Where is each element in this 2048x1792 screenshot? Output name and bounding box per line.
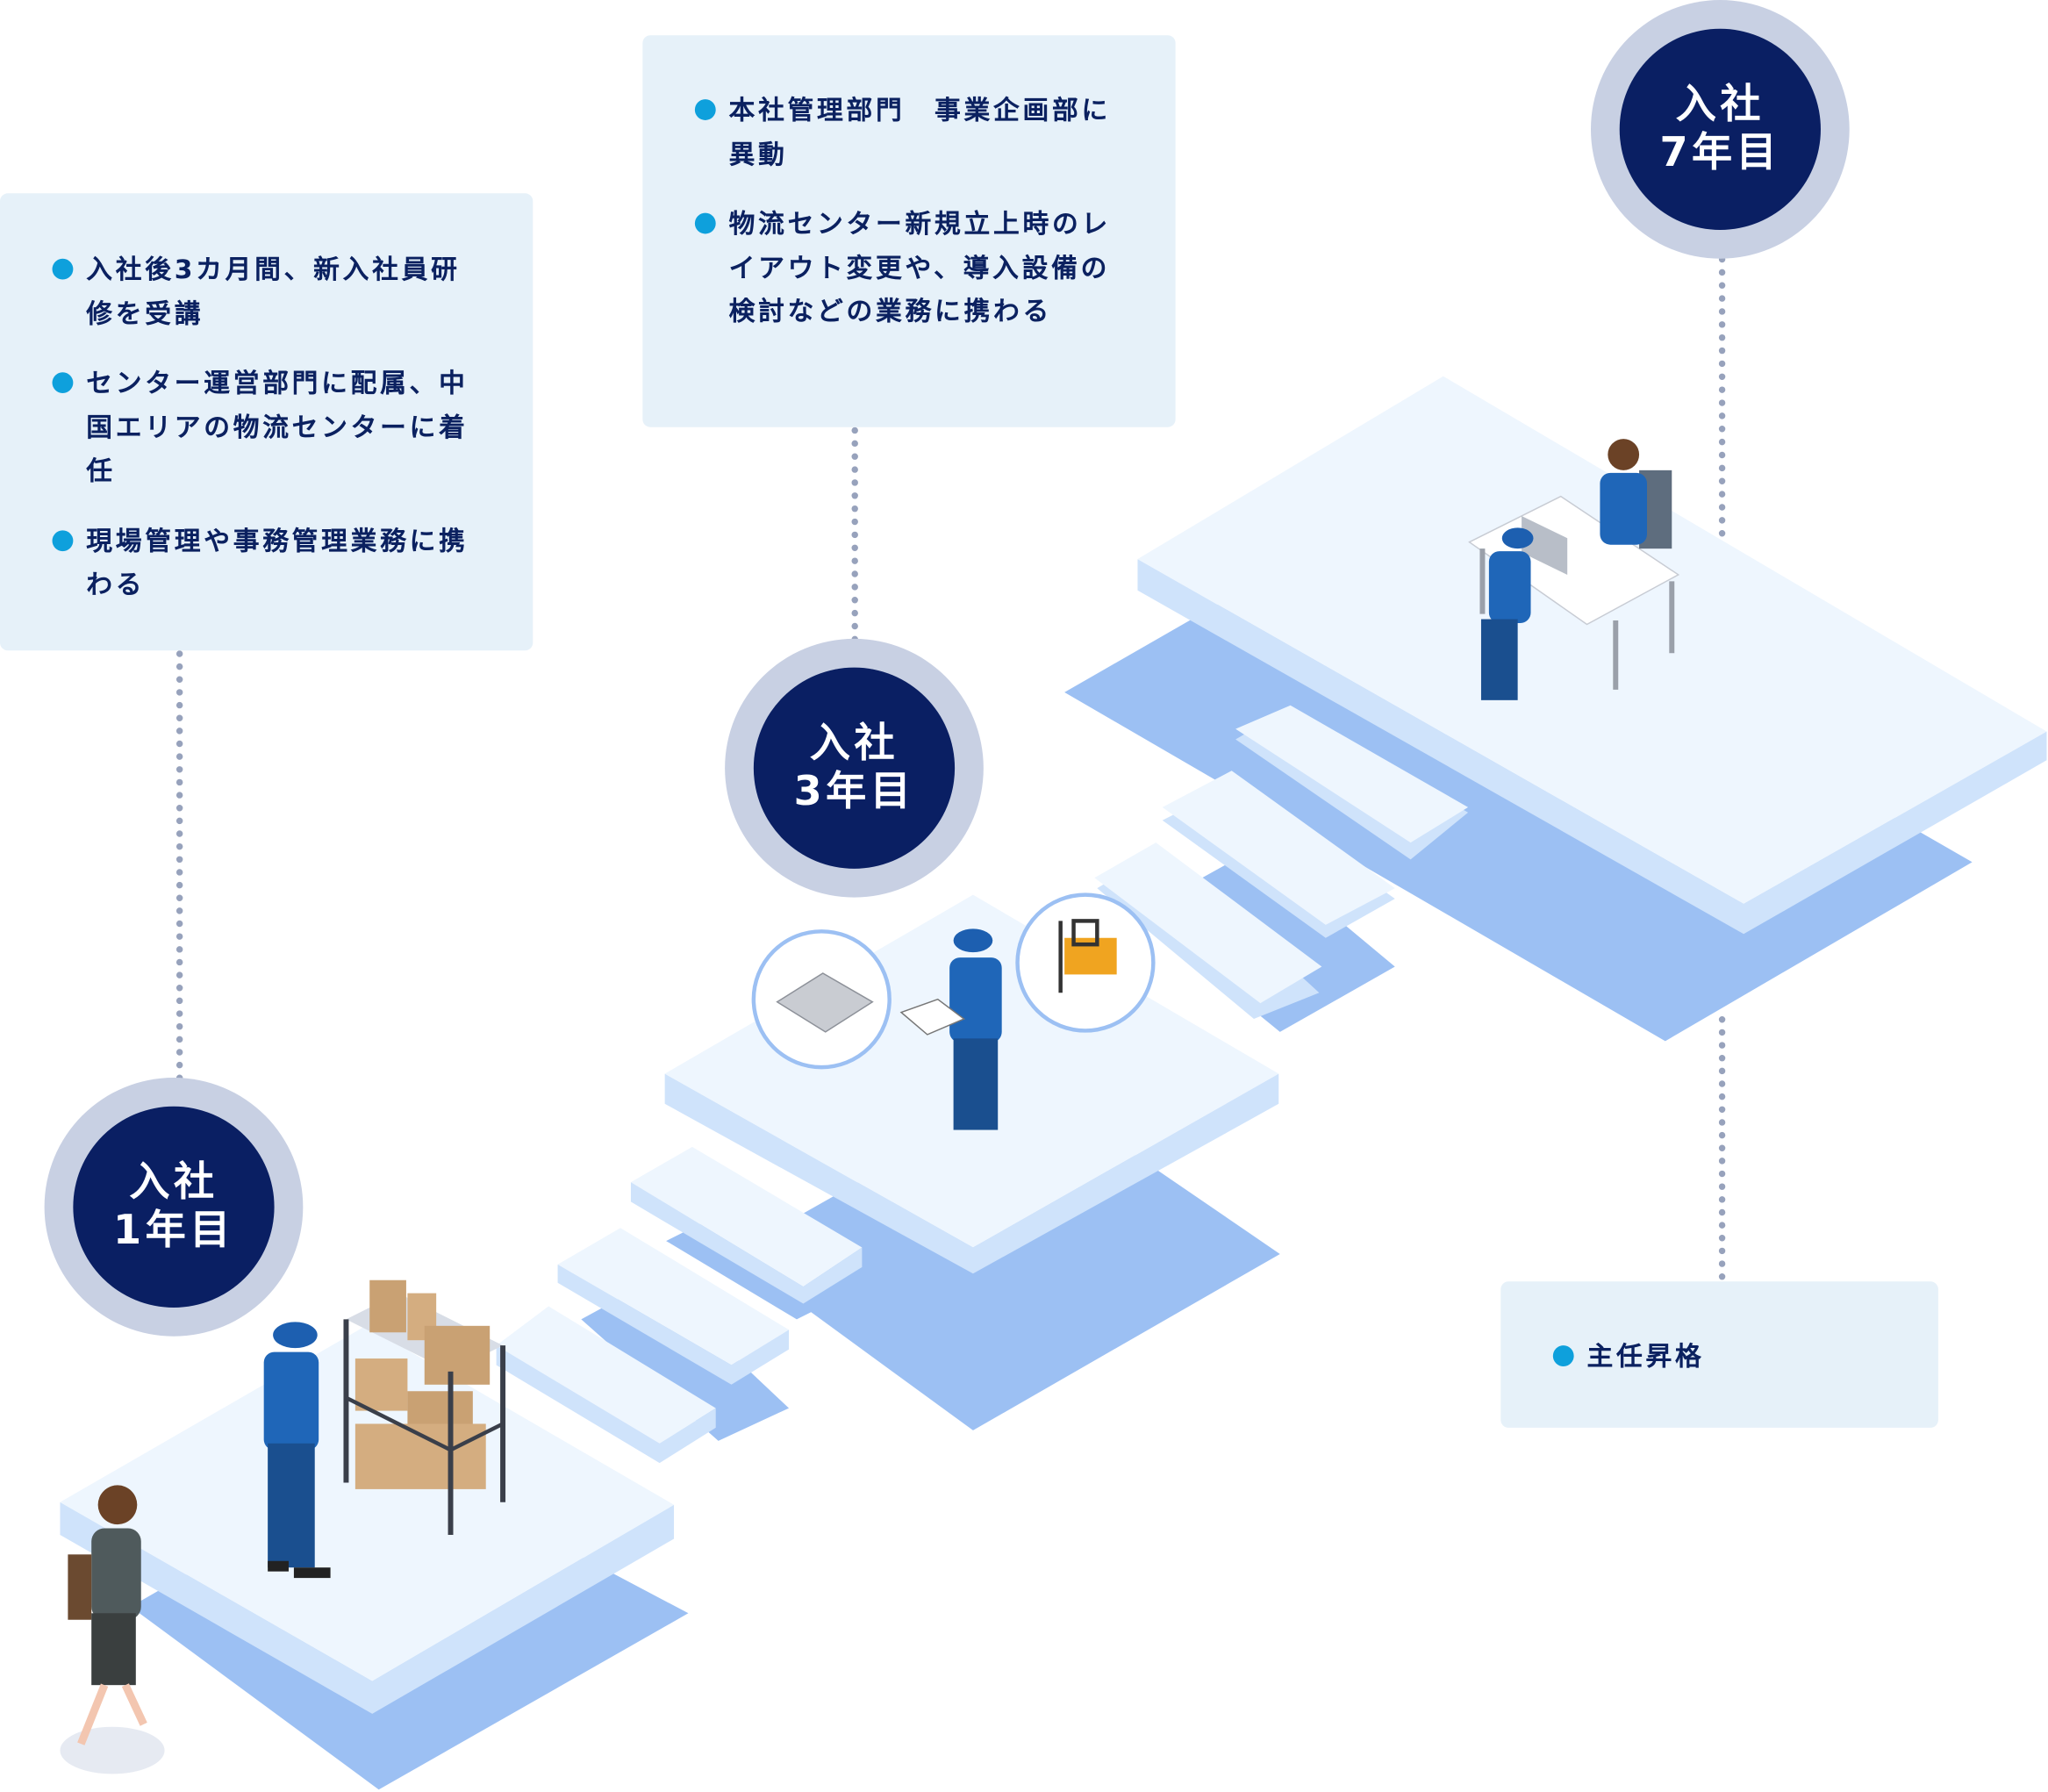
bullet-icon bbox=[1552, 1345, 1574, 1366]
worker-with-clipboard bbox=[899, 928, 1002, 1130]
bullet-icon bbox=[694, 99, 716, 120]
item-text: 本社管理部門 事業企画部に異動 bbox=[728, 94, 1111, 169]
year-3-description-box: 本社管理部門 事業企画部に異動 物流センター新規立上時のレイアウト変更や、導入設… bbox=[642, 35, 1176, 427]
badge-line-1: 入社 bbox=[809, 720, 899, 767]
badge-line-1: 入社 bbox=[129, 1158, 218, 1206]
item-text: センター運営部門に配属、中国エリアの物流センターに着任 bbox=[86, 367, 469, 486]
badge-line-2: 1年目 bbox=[113, 1207, 234, 1254]
bullet-icon bbox=[52, 529, 74, 551]
item-text: 主任昇格 bbox=[1586, 1340, 1705, 1372]
description-item: 現場管理や事務管理業務に携わる bbox=[52, 520, 481, 607]
description-item: 本社管理部門 事業企画部に異動 bbox=[694, 89, 1123, 176]
description-item: 入社後3カ月間、新入社員研修を受講 bbox=[52, 248, 481, 336]
description-item: 物流センター新規立上時のレイアウト変更や、導入設備の検討などの業務に携わる bbox=[694, 203, 1123, 334]
stairs-lower bbox=[496, 1146, 863, 1464]
worker-figure bbox=[263, 1322, 331, 1579]
forklift-bubble bbox=[1015, 892, 1156, 1033]
bullet-icon bbox=[52, 258, 74, 280]
year-7-description-box: 主任昇格 bbox=[1500, 1281, 1938, 1428]
description-item: センター運営部門に配属、中国エリアの物流センターに着任 bbox=[52, 362, 481, 493]
bullet-icon bbox=[694, 212, 716, 234]
badge-line-2: 7年目 bbox=[1659, 129, 1781, 176]
item-text: 物流センター新規立上時のレイアウト変更や、導入設備の検討などの業務に携わる bbox=[728, 207, 1111, 327]
connector-line-year-7-bottom bbox=[1718, 1016, 1726, 1280]
year-1-description-box: 入社後3カ月間、新入社員研修を受講 センター運営部門に配属、中国エリアの物流セン… bbox=[0, 193, 533, 651]
description-item: 主任昇格 bbox=[1552, 1335, 1887, 1379]
connector-line-year-1 bbox=[175, 650, 183, 1082]
warehouse-shelf-illustration bbox=[343, 1279, 506, 1535]
item-text: 現場管理や事務管理業務に携わる bbox=[86, 524, 469, 600]
stairs-upper bbox=[1094, 705, 1469, 1032]
item-text: 入社後3カ月間、新入社員研修を受講 bbox=[86, 253, 461, 329]
new-employee-figure bbox=[60, 1485, 165, 1774]
connector-line-year-3 bbox=[851, 426, 858, 643]
badge-line-1: 入社 bbox=[1675, 81, 1765, 128]
office-desk-illustration bbox=[1468, 439, 1680, 700]
badge-line-2: 3年目 bbox=[793, 768, 915, 815]
platform-year-7 bbox=[1064, 376, 2047, 1042]
connector-line-year-7-top bbox=[1718, 255, 1726, 537]
bullet-icon bbox=[52, 372, 74, 394]
layout-plan-bubble bbox=[751, 929, 892, 1070]
